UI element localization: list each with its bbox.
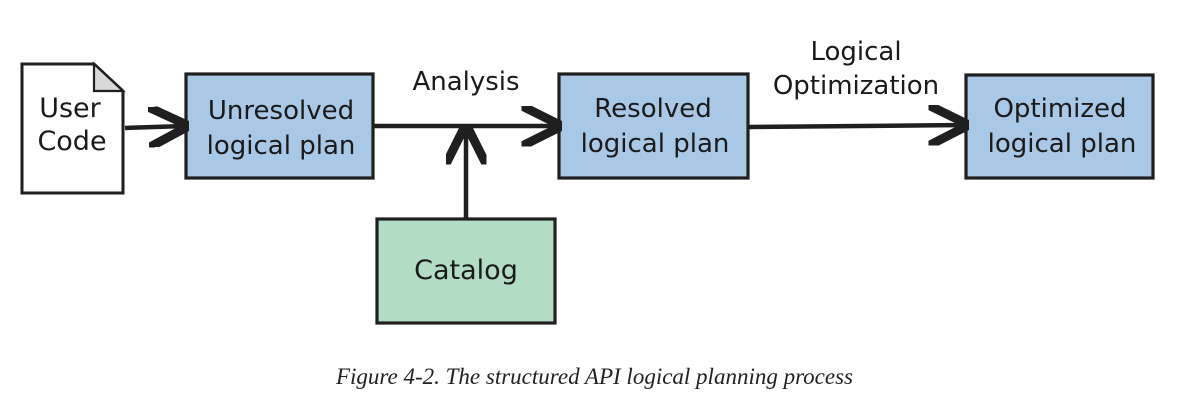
catalog-node: Catalog — [375, 217, 557, 325]
optimized-plan-line-1: Optimized — [993, 94, 1126, 124]
user-code-shape — [20, 62, 125, 195]
catalog-label: Catalog — [414, 255, 518, 286]
user-code-line-1: User — [39, 93, 101, 124]
page-fold-icon — [92, 61, 126, 93]
resolved-plan-box — [557, 72, 750, 180]
optimized-plan-box — [964, 73, 1155, 180]
optimized-plan-node: Optimized logical plan — [964, 73, 1155, 180]
unresolved-plan-node: Unresolved logical plan — [184, 72, 375, 180]
optimized-plan-line-2: logical plan — [988, 129, 1137, 159]
optimization-label-line-1: Logical — [810, 37, 901, 67]
resolved-plan-node: Resolved logical plan — [557, 72, 750, 180]
catalog-box — [375, 217, 557, 325]
analysis-label: Analysis — [412, 67, 519, 97]
unresolved-plan-box — [184, 72, 375, 180]
arrow-user-code-to-unresolved — [124, 126, 185, 128]
figure-caption: Figure 4-2. The structured API logical p… — [335, 364, 854, 389]
user-code-line-2: Code — [37, 126, 106, 157]
resolved-plan-line-1: Resolved — [594, 94, 711, 124]
user-code-node: User Code — [20, 61, 126, 195]
unresolved-plan-line-2: logical plan — [207, 131, 356, 161]
resolved-plan-line-2: logical plan — [581, 129, 730, 159]
arrow-resolved-to-optimized — [748, 125, 965, 127]
optimization-label-line-2: Optimization — [773, 71, 939, 101]
unresolved-plan-line-1: Unresolved — [208, 96, 354, 126]
